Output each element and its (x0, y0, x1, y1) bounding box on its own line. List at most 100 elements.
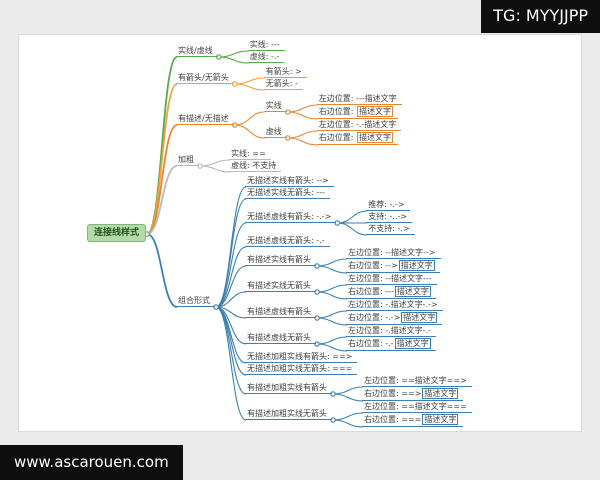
children-group: 左边位置: ---描述文字右边位置: 描述文字 (316, 93, 402, 119)
mindmap-node[interactable]: 右边位置: 描述文字 (316, 105, 398, 119)
mindmap-node[interactable]: 虚线: 不支持 (229, 160, 282, 172)
mindmap-node[interactable]: 不支持: -.> (366, 223, 415, 235)
mindmap-node[interactable]: 有描述虚线无箭头 (245, 332, 317, 344)
mindmap-node[interactable]: 无描述虚线无箭头: -.- (245, 235, 330, 247)
mindmap-row: 无描述加粗实线无箭头: === (245, 363, 472, 375)
children-group: 左边位置: --描述文字--> 右边位置: -->描述文字 (346, 247, 441, 273)
node-label: 右边位置: -.- (348, 339, 394, 348)
node-label: 推荐: -.-> (368, 200, 405, 209)
mindmap-node[interactable]: 右边位置: ==>描述文字 (362, 387, 464, 401)
mindmap-node[interactable]: 左边位置: ==描述文字==> (362, 375, 472, 387)
mindmap-node[interactable]: 左边位置: -.描述文字-.- (346, 325, 436, 337)
mindmap-row: 无描述虚线有箭头: -.-> 推荐: -.-> 支持: -..->不支持: -.> (245, 199, 472, 235)
mindmap-row: 实线: --- (247, 39, 285, 51)
children-group: 有箭头: >无箭头: - (263, 66, 307, 90)
node-label: 实线: == (231, 149, 266, 158)
node-label: 右边位置: === (364, 415, 422, 424)
mindmap-row: 有描述实线无箭头 左边位置: --描述文字---右边位置: ---描述文字 (245, 273, 472, 299)
node-label: 有描述加粗实线有箭头 (247, 383, 328, 392)
node-label: 实线 (265, 101, 282, 110)
mindmap-node[interactable]: 左边位置: --描述文字--- (346, 273, 437, 285)
mindmap-row: 右边位置: -->描述文字 (346, 259, 441, 273)
mindmap-node[interactable]: 实线: --- (247, 39, 285, 51)
mindmap-node[interactable]: 组合形式 (176, 295, 216, 307)
mindmap-node[interactable]: 无描述虚线有箭头: -.-> (245, 211, 337, 223)
mindmap-row: 左边位置: --描述文字--> (346, 247, 441, 259)
node-label: 加粗 (178, 155, 195, 164)
children-group: 左边位置: --描述文字---右边位置: ---描述文字 (346, 273, 437, 299)
children-group: 实线/虚线 实线: ---虚线: -.- 有箭头/无箭头 有箭头: >无箭头: - 有描… (176, 38, 472, 429)
mindmap-row: 有箭头/无箭头 有箭头: >无箭头: - (176, 66, 472, 90)
mindmap-node[interactable]: 左边位置: --描述文字--> (346, 247, 441, 259)
mindmap-row: 无描述虚线无箭头: -.- (245, 235, 472, 247)
children-group: 实线: ---虚线: -.- (247, 39, 285, 63)
node-label: 右边位置: (318, 107, 356, 116)
description-text-box: 描述文字 (401, 312, 438, 323)
mindmap-row: 无描述加粗实线有箭头: ==> (245, 351, 472, 363)
description-text-box: 描述文字 (422, 414, 459, 425)
mindmap-node[interactable]: 有箭头: > (263, 66, 307, 78)
mindmap-row: 组合形式 无描述实线有箭头: -->无描述实线无箭头: --- 无描述虚线有箭头: … (176, 175, 472, 427)
node-label: 右边位置: -.-> (348, 313, 401, 322)
mindmap-root-node[interactable]: 连接线样式 (87, 224, 147, 242)
node-label: 左边位置: --描述文字--> (348, 248, 436, 257)
mindmap-node[interactable]: 右边位置: -->描述文字 (346, 259, 440, 273)
mindmap-node[interactable]: 虚线 (263, 126, 287, 138)
mindmap-node[interactable]: 无描述实线无箭头: --- (245, 187, 330, 199)
mindmap-node[interactable]: 虚线: -.- (247, 51, 285, 63)
mindmap-node[interactable]: 左边位置: -.-描述文字 (316, 119, 402, 131)
children-group: 实线左边位置: ---描述文字右边位置: 描述文字虚线左边位置: -.-描述文字… (263, 93, 402, 145)
mindmap-row: 无描述实线无箭头: --- (245, 187, 472, 199)
mindmap-node[interactable]: 实线: == (229, 148, 271, 160)
node-label: 有描述虚线有箭头 (247, 307, 312, 316)
mindmap-node[interactable]: 有描述加粗实线有箭头 (245, 382, 333, 394)
mindmap-node[interactable]: 有描述实线有箭头 (245, 254, 317, 266)
description-text-box: 描述文字 (356, 132, 393, 143)
node-label: 虚线: -.- (249, 52, 280, 61)
node-label: 无箭头: - (265, 79, 298, 88)
mindmap-node[interactable]: 支持: -..-> (366, 211, 413, 223)
mindmap-node[interactable]: 实线/虚线 (176, 45, 218, 57)
mindmap-node[interactable]: 有描述加粗实线无箭头 (245, 408, 333, 420)
children-group: 左边位置: ==描述文字===右边位置: ===描述文字 (362, 401, 472, 427)
children-group: 左边位置: ==描述文字==> 右边位置: ==>描述文字 (362, 375, 472, 401)
mindmap-row: 加粗 实线: == 虚线: 不支持 (176, 148, 472, 172)
node-label: 左边位置: -.描述文字-.-> (348, 300, 438, 309)
mindmap-node[interactable]: 无描述加粗实线无箭头: === (245, 363, 358, 375)
mindmap-node[interactable]: 左边位置: ---描述文字 (316, 93, 402, 105)
children-group: 左边位置: -.描述文字-.-右边位置: -.-描述文字 (346, 325, 436, 351)
node-label: 右边位置: --> (348, 261, 398, 270)
mindmap-node[interactable]: 右边位置: -.-描述文字 (346, 337, 436, 351)
mindmap-node[interactable]: 右边位置: -.->描述文字 (346, 311, 443, 325)
mindmap-row: 右边位置: -.->描述文字 (346, 311, 443, 325)
children-group: 无描述实线有箭头: -->无描述实线无箭头: --- 无描述虚线有箭头: -.->… (245, 175, 472, 427)
node-label: 有描述/无描述 (178, 114, 229, 123)
mindmap-node[interactable]: 左边位置: -.描述文字-.-> (346, 299, 443, 311)
mindmap-row: 右边位置: ---描述文字 (346, 285, 437, 299)
node-label: 无描述加粗实线有箭头: ==> (247, 352, 353, 361)
node-label: 左边位置: ==描述文字==> (364, 376, 467, 385)
description-text-box: 描述文字 (394, 338, 431, 349)
mindmap-node[interactable]: 实线 (263, 100, 287, 112)
node-label: 无描述实线无箭头: --- (247, 188, 325, 197)
mindmap-row: 左边位置: ---描述文字 (316, 93, 402, 105)
mindmap-node[interactable]: 有描述/无描述 (176, 113, 234, 125)
mindmap-tree: 连接线样式 实线/虚线 实线: ---虚线: -.- 有箭头/无箭头 有箭头: >无箭头… (87, 36, 472, 430)
mindmap-node[interactable]: 推荐: -.-> (366, 199, 410, 211)
mindmap-node[interactable]: 无描述加粗实线有箭头: ==> (245, 351, 358, 363)
mindmap-node[interactable]: 有描述虚线有箭头 (245, 306, 317, 318)
mindmap-node[interactable]: 右边位置: ===描述文字 (362, 413, 464, 427)
mindmap-row: 有描述实线有箭头 左边位置: --描述文字--> 右边位置: -->描述文字 (245, 247, 472, 273)
mindmap-node[interactable]: 加粗 (176, 154, 200, 166)
children-group: 左边位置: -.描述文字-.-> 右边位置: -.->描述文字 (346, 299, 443, 325)
description-text-box: 描述文字 (356, 106, 393, 117)
mindmap-node[interactable]: 左边位置: ==描述文字=== (362, 401, 472, 413)
mindmap-node[interactable]: 有箭头/无箭头 (176, 72, 234, 84)
mindmap-node[interactable]: 无描述实线有箭头: --> (245, 175, 334, 187)
node-label: 虚线: 不支持 (231, 161, 277, 170)
mindmap-node[interactable]: 右边位置: ---描述文字 (346, 285, 436, 299)
mindmap-node[interactable]: 有描述实线无箭头 (245, 280, 317, 292)
mindmap-node[interactable]: 右边位置: 描述文字 (316, 131, 398, 145)
mindmap-node[interactable]: 无箭头: - (263, 78, 303, 90)
